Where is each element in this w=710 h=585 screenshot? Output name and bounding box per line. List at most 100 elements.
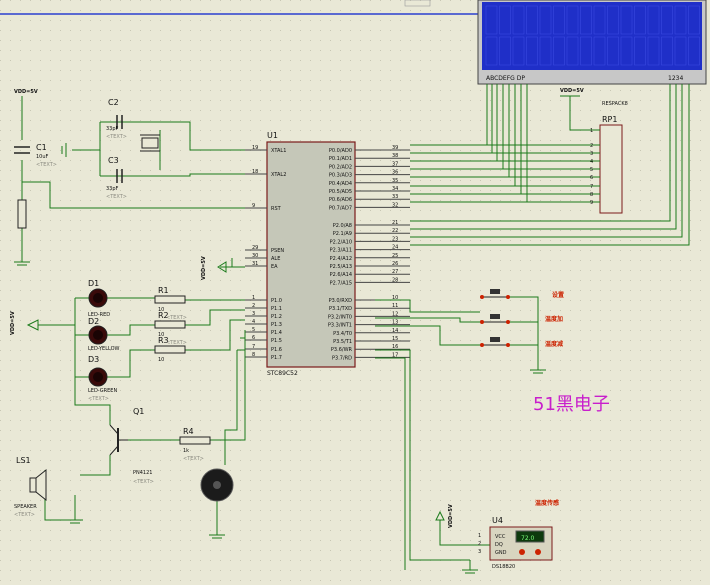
mcu-p0-pin-number: 36	[392, 170, 398, 176]
mcu-pin-name: P1.6	[271, 347, 282, 353]
mcu-p3-pin-name: P3.4/T0	[333, 331, 352, 337]
transistor-q1[interactable]: Q1 PN4121 <TEXT>	[109, 407, 154, 485]
cap-c1[interactable]: C1 10uF <TEXT>	[14, 143, 57, 168]
resistor-r3[interactable]: R3 10 <TEXT>	[154, 336, 187, 363]
button-set[interactable]	[480, 289, 510, 299]
u4-vdd-label: VDD=5V	[448, 504, 454, 528]
lcd-pins-left-label: ABCDEFG DP	[486, 75, 525, 82]
sensor-display: 72.0	[521, 535, 535, 542]
mcu-p3-pin-number: 16	[392, 344, 398, 350]
mcu-p2-pin-number: 24	[392, 245, 398, 251]
u4-pin-num-1: 1	[478, 533, 481, 539]
mcu-pin-number: 5	[252, 327, 255, 333]
c3-value: 33pF	[106, 186, 119, 192]
motor[interactable]	[200, 468, 234, 502]
lcd-char-cell	[499, 36, 511, 66]
button-temp-up[interactable]	[480, 314, 510, 324]
led-d3[interactable]: D3 LED-GREEN <TEXT>	[88, 355, 117, 402]
d3-value: LED-GREEN	[88, 388, 117, 394]
lcd-char-cell	[580, 36, 592, 66]
c1-text: <TEXT>	[36, 162, 57, 168]
lcd-char-cell	[526, 36, 538, 66]
r4-value: 1k	[183, 448, 189, 454]
mcu-p0-pin-number: 35	[392, 178, 398, 184]
mcu-pin-name: P1.5	[271, 338, 282, 344]
mcu-pin-name: ALE	[271, 256, 280, 262]
ea-wire	[220, 258, 245, 268]
ea-vdd-label: VDD=5V	[201, 256, 207, 280]
mcu-p3-pin-name: P3.5/T1	[333, 339, 352, 345]
mcu-p0-pin-name: P0.3/AD3	[329, 173, 352, 179]
rp1-pin-number: 5	[590, 167, 593, 173]
mcu-part: STC89C52	[267, 370, 298, 377]
button-wires	[375, 296, 539, 570]
r1-ref: R1	[158, 286, 169, 295]
rp1-vdd-label: VDD=5V	[560, 88, 584, 94]
crystal[interactable]	[140, 134, 160, 152]
rp1-part: RESPACK8	[602, 101, 628, 107]
lcd-char-cell	[553, 5, 565, 35]
mcu-p3-pin-number: 13	[392, 320, 398, 326]
mcu-p2-pin-number: 25	[392, 253, 398, 259]
c3-ref: C3	[108, 156, 119, 165]
u4-ref: U4	[492, 516, 503, 525]
u4-pin-vcc: VCC	[495, 534, 506, 540]
u4-pin-num-3: 3	[478, 549, 481, 555]
resistor-r2[interactable]: R2 10 <TEXT>	[154, 311, 187, 338]
lcd-char-cell	[634, 36, 646, 66]
sensor-u4[interactable]: 72.0 VCC DQ GND U4 DS18B20	[489, 516, 553, 570]
lcd-char-cell	[688, 36, 700, 66]
lcd-char-cell	[539, 5, 552, 35]
lcd-char-cell	[593, 36, 606, 66]
lcd-char-cell	[674, 36, 687, 66]
lcd-char-cell	[580, 5, 592, 35]
mcu-p2-pin-name: P2.2/A10	[330, 239, 352, 245]
speaker-ls1[interactable]: LS1 SPEAKER <TEXT>	[14, 456, 47, 518]
mcu-pin-number: 1	[252, 295, 255, 301]
mcu-p3-pin-name: P3.7/RD	[332, 355, 352, 361]
mcu-pin-number: 30	[252, 253, 258, 259]
q1-value: PN4121	[133, 470, 152, 476]
rp1-wires	[410, 95, 600, 203]
led-d1[interactable]: D1 LED-RED	[88, 279, 110, 318]
mcu-pin-name: P1.4	[271, 330, 282, 336]
mcu-u1[interactable]: U1 STC89C52	[266, 131, 356, 377]
mcu-pin-name: P1.1	[271, 306, 282, 312]
osc-ground	[61, 143, 67, 157]
cap-c2[interactable]: C2 33pF <TEXT>	[106, 98, 127, 140]
mcu-pin-name: RST	[271, 206, 282, 212]
button-temp-down[interactable]	[480, 337, 510, 347]
button-temp-down-label: 温度减	[545, 340, 563, 348]
rp1-pin-number: 7	[590, 184, 593, 190]
mcu-p0-pin-number: 33	[392, 194, 398, 200]
mcu-p2-pin-number: 23	[392, 236, 398, 242]
mcu-p0-pin-name: P0.2/AD2	[329, 164, 352, 170]
u4-pin-dq: DQ	[495, 542, 503, 548]
d3-ref: D3	[88, 355, 99, 364]
mcu-p3-pin-name: P3.6/WR	[331, 347, 353, 353]
lcd-module[interactable]: ABCDEFG DP 1234	[477, 0, 707, 85]
sensor-label: 温度传感	[535, 499, 559, 507]
c1-value: 10uF	[36, 154, 49, 160]
reset-resistor[interactable]	[17, 199, 27, 229]
mcu-p0-pin-name: P0.7/AD7	[329, 205, 352, 211]
led-d2[interactable]: D2 LED-YELLOW	[88, 317, 120, 352]
mcu-pin-number: 2	[252, 303, 255, 309]
lcd-char-cell	[512, 36, 525, 66]
rp1-pin-number: 8	[590, 192, 593, 198]
mcu-p2-pin-name: P2.7/A15	[330, 280, 352, 286]
resistor-r4[interactable]: R4 1k <TEXT>	[179, 427, 211, 462]
lcd-pins-right-label: 1234	[668, 75, 683, 82]
mcu-pin-name: P1.3	[271, 322, 282, 328]
cap-c3[interactable]: C3 33pF <TEXT>	[106, 156, 127, 200]
mcu-p2-pin-name: P2.5/A13	[330, 264, 352, 270]
led-vdd-label: VDD=5V	[10, 311, 16, 335]
r2-value: 10	[158, 332, 164, 338]
resistor-r1[interactable]: R1 10	[154, 286, 186, 313]
brand-text: 51黑电子	[533, 394, 610, 415]
lcd-char-cell	[647, 36, 660, 66]
mcu-p0-pin-number: 34	[392, 186, 398, 192]
u4-power-arrow	[435, 510, 445, 521]
mcu-p2-pin-number: 28	[392, 277, 398, 283]
